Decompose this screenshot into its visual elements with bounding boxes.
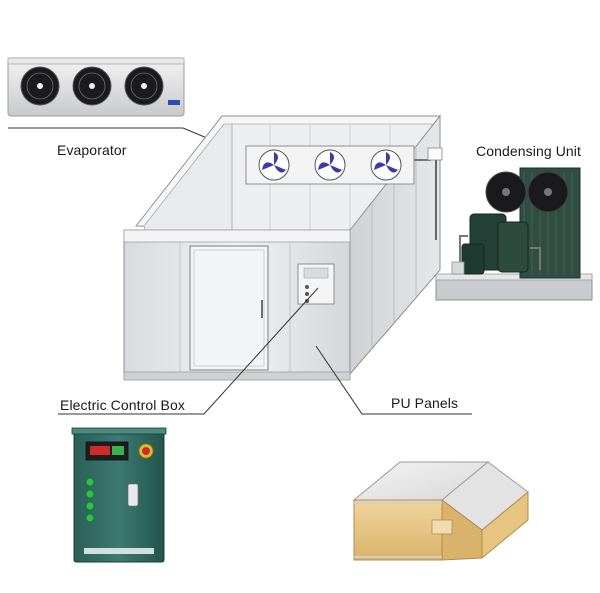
pu-panels-image (352, 461, 529, 561)
pu-panels-leader-line (315, 345, 472, 415)
cold-room-image (123, 114, 443, 381)
electric-control-box-image (71, 427, 167, 563)
electric-control-box-label: Electric Control Box (60, 397, 185, 413)
control-box-leader-line (58, 287, 319, 415)
evaporator-label: Evaporator (57, 142, 127, 158)
condensing-unit-label: Condensing Unit (476, 143, 582, 159)
pu-panels-label: PU Panels (391, 395, 459, 411)
condensing-unit-image (435, 167, 593, 301)
evaporator-unit-image (7, 57, 185, 117)
